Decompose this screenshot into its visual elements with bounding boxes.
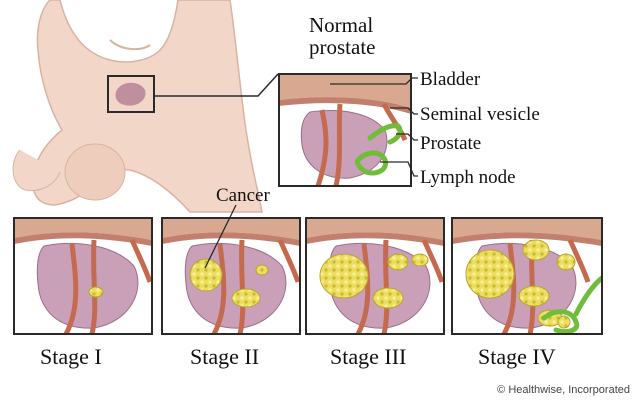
stage-3-label: Stage III [330,344,407,369]
bladder-label: Bladder [420,69,481,90]
stage-2-panel [161,217,301,335]
stage-4-label: Stage IV [478,344,556,369]
stage-3-panel [305,217,445,335]
body-side-view [12,0,263,213]
stage-4-tumor [465,249,515,299]
normal-prostate-title: Normal prostate [309,13,376,59]
stage-2-tumor [255,264,269,276]
zoom-line [154,73,279,97]
stage-4-tumor [518,285,550,307]
zoom-box [107,75,155,113]
seminal-vesicle-label: Seminal vesicle [420,104,540,125]
stage-2-label: Stage II [190,344,260,369]
stage-3-tumor [411,253,429,267]
cancer-pointer [204,204,237,269]
stage-3-tumor [387,253,409,271]
stage-4-lymph-node [541,275,602,334]
normal-prostate-panel [278,73,412,187]
stage-4-tumor [522,239,550,261]
stage-3-tumor [372,287,404,309]
stage-1-prostate [36,242,139,329]
stage-1-tumor [88,286,104,298]
stage-3-tumor [319,253,369,299]
stage-4-tumor [556,253,576,271]
stage-panels [13,217,603,335]
label-pointers [330,77,418,177]
copyright-credit: © Healthwise, Incorporated [497,384,630,396]
stage-2-tumor [231,288,261,308]
stage-1-label: Stage I [40,344,102,369]
stage-4-panel [451,217,603,335]
body-prostate [115,82,146,106]
lymph-node-label: Lymph node [420,167,516,188]
cancer-label: Cancer [216,185,270,206]
prostate-label: Prostate [420,133,482,154]
stage-1-panel [13,217,153,335]
stage-2-tumor [189,258,223,292]
